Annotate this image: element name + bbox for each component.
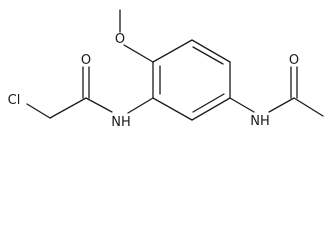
methoxy-group: O xyxy=(115,9,154,63)
methoxy-oxygen-label: O xyxy=(115,32,125,47)
bond-ring-nh xyxy=(127,97,154,114)
ring-double-bond xyxy=(192,93,225,113)
chemical-structure-diagram: O NH O Cl NH O xyxy=(8,9,324,130)
chlorine-label: Cl xyxy=(8,93,21,108)
bond-carbonyl-methyl xyxy=(293,97,324,117)
bond-ch2-cl xyxy=(26,103,51,119)
acetamide-nh-label: NH xyxy=(250,114,270,129)
structure-canvas: O NH O Cl NH O xyxy=(8,9,324,130)
bond-nh-carbonyl xyxy=(268,97,295,113)
bond-ring-o xyxy=(123,44,154,63)
bond-carbonyl-ch2 xyxy=(49,97,87,119)
acetyl-oxygen-label: O xyxy=(289,53,299,68)
ring-bond xyxy=(152,39,193,63)
acetamide-group: NH O xyxy=(229,53,324,129)
benzene-ring xyxy=(152,39,231,121)
ring-bond xyxy=(191,97,231,121)
bond-ring-nh xyxy=(229,97,255,113)
bond-nh-carbonyl xyxy=(85,97,113,113)
ring-bond xyxy=(191,39,231,63)
chloroacetyl-oxygen-label: O xyxy=(81,53,91,68)
chloroacetamide-group: NH O Cl xyxy=(8,53,154,130)
chloroacetamide-nh-label: NH xyxy=(111,115,131,130)
ring-double-bond xyxy=(192,46,224,65)
ring-bond xyxy=(152,97,193,121)
